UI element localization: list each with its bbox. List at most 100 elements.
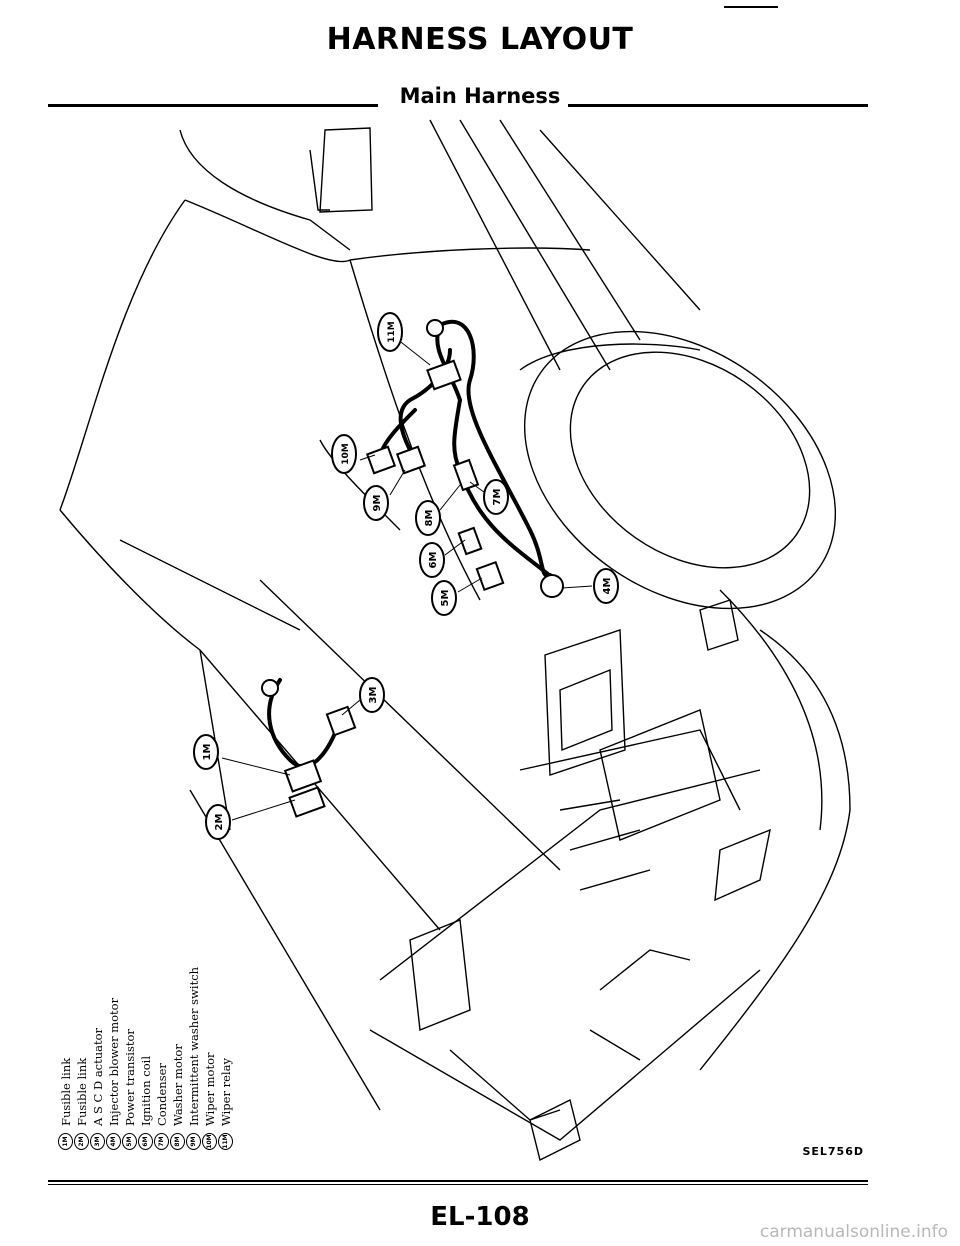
body-side-line bbox=[189, 789, 381, 1111]
subtitle-rule-left bbox=[48, 104, 378, 107]
wire-lower-left bbox=[267, 678, 342, 769]
cowl-line-4 bbox=[539, 129, 701, 311]
connector-blocks bbox=[261, 319, 564, 818]
bay-floor-2 bbox=[119, 539, 301, 631]
connector-1m bbox=[283, 759, 323, 793]
legend-text-1m: Fusible link bbox=[58, 1057, 73, 1126]
subtitle-rule-right bbox=[528, 104, 868, 107]
bumper-top bbox=[519, 729, 741, 811]
bay-wall-left bbox=[349, 259, 481, 601]
legend-item-6m: 6M Ignition coil bbox=[138, 1056, 153, 1150]
legend-item-3m: 3M A S C D actuator bbox=[90, 1028, 105, 1150]
leader-6m bbox=[444, 539, 466, 556]
leader-2m bbox=[231, 799, 296, 821]
callout-8m: 8M bbox=[415, 500, 441, 536]
callouts: 1M 2M 3M 4M 5M 6M 7M 8M bbox=[193, 312, 619, 840]
connector-11m bbox=[426, 359, 462, 391]
callout-10m: 10M bbox=[331, 434, 357, 474]
connector-10m bbox=[365, 445, 397, 475]
legend-text-5m: Power transistor bbox=[122, 1029, 137, 1126]
legend-text-9m: Intermittent washer switch bbox=[186, 966, 201, 1126]
leader-9m bbox=[389, 469, 406, 496]
cowl-line-1 bbox=[429, 119, 561, 371]
figure-code: SEL756D bbox=[802, 1145, 864, 1158]
legend-badge-6m: 6M bbox=[138, 1133, 153, 1150]
page-title: HARNESS LAYOUT bbox=[326, 22, 634, 57]
strut-tower-inner bbox=[309, 149, 330, 211]
callout-7m: 7M bbox=[483, 479, 509, 515]
footer-rule-thin bbox=[48, 1184, 868, 1185]
cowl-line-2 bbox=[459, 119, 611, 371]
callout-5m-label: 5M bbox=[440, 590, 451, 607]
page-number: EL-108 bbox=[430, 1202, 530, 1232]
nose-right-2 bbox=[719, 589, 823, 831]
legend-badge-1m: 1M bbox=[58, 1133, 73, 1150]
headlight-left bbox=[544, 629, 626, 776]
spare-tire-inner bbox=[569, 351, 811, 569]
callout-9m: 9M bbox=[363, 485, 389, 521]
connector-8m bbox=[452, 458, 480, 492]
intake-box-1 bbox=[599, 709, 721, 841]
legend-item-7m: 7M Condenser bbox=[154, 1063, 169, 1150]
legend-badge-7m: 7M bbox=[154, 1133, 169, 1150]
grommet-lower bbox=[261, 679, 279, 697]
leader-1m bbox=[221, 757, 291, 776]
connector-2m bbox=[288, 786, 326, 818]
leader-10m bbox=[359, 454, 376, 461]
hood-front-edge bbox=[59, 509, 201, 651]
legend-badge-5m: 5M bbox=[122, 1133, 137, 1150]
leader-8m bbox=[439, 484, 461, 511]
vehicle-body-outline bbox=[59, 119, 851, 1162]
watermark: carmanualsonline.info bbox=[759, 1222, 948, 1242]
top-corner-tick bbox=[724, 6, 778, 8]
callout-2m-label: 2M bbox=[214, 814, 225, 831]
legend-badge-11m: 11M bbox=[218, 1133, 233, 1150]
callout-1m-label: 1M bbox=[202, 744, 213, 761]
legend-text-3m: A S C D actuator bbox=[90, 1027, 105, 1126]
wire-main-upper bbox=[438, 319, 552, 578]
callout-2m: 2M bbox=[205, 804, 231, 840]
legend-badge-8m: 8M bbox=[170, 1133, 185, 1150]
legend-text-2m: Fusible link bbox=[74, 1057, 89, 1126]
legend-text-10m: Wiper motor bbox=[202, 1052, 217, 1127]
callout-4m: 4M bbox=[593, 568, 619, 604]
wire-upper-branch bbox=[435, 323, 463, 472]
grommet-upper bbox=[426, 319, 444, 337]
legend-badge-3m: 3M bbox=[90, 1133, 105, 1150]
connector-5m bbox=[475, 560, 505, 592]
callout-10m-label: 10M bbox=[341, 443, 351, 465]
legend-badge-2m: 2M bbox=[74, 1133, 89, 1150]
spare-tire-outer bbox=[523, 330, 837, 610]
hood-left-curve bbox=[59, 199, 186, 511]
bay-floor-1 bbox=[259, 579, 561, 871]
legend-text-11m: Wiper relay bbox=[218, 1058, 233, 1126]
spoiler-2 bbox=[589, 1029, 641, 1061]
callout-3m: 3M bbox=[359, 677, 385, 713]
legend-text-8m: Washer motor bbox=[170, 1044, 185, 1126]
strut-tower bbox=[319, 127, 373, 213]
harness-layout-diagram: 1M 2M 3M 4M 5M 6M 7M 8M bbox=[59, 119, 851, 1162]
leader-4m bbox=[561, 585, 593, 589]
bumper-lower bbox=[369, 969, 761, 1141]
callout-4m-label: 4M bbox=[602, 578, 613, 595]
nose-right bbox=[699, 629, 851, 1071]
section-subtitle: Main Harness bbox=[0, 84, 960, 108]
intake-box-2 bbox=[409, 919, 471, 1031]
connector-4m bbox=[540, 574, 564, 598]
legend-text-7m: Condenser bbox=[154, 1063, 169, 1126]
callout-7m-label: 7M bbox=[492, 489, 503, 506]
footer-rule bbox=[48, 1180, 868, 1182]
callout-9m-label: 9M bbox=[372, 495, 383, 512]
legend-item-5m: 5M Power transistor bbox=[122, 1029, 137, 1150]
cowl-line-3 bbox=[499, 119, 641, 341]
legend-badge-4m: 4M bbox=[106, 1133, 121, 1150]
headlight-left-inner bbox=[559, 668, 613, 752]
callout-5m: 5M bbox=[431, 580, 457, 616]
legend-text-6m: Ignition coil bbox=[138, 1056, 153, 1126]
leader-3m bbox=[341, 699, 361, 716]
turn-lamp-right bbox=[714, 828, 771, 902]
harness-wires bbox=[267, 319, 557, 769]
